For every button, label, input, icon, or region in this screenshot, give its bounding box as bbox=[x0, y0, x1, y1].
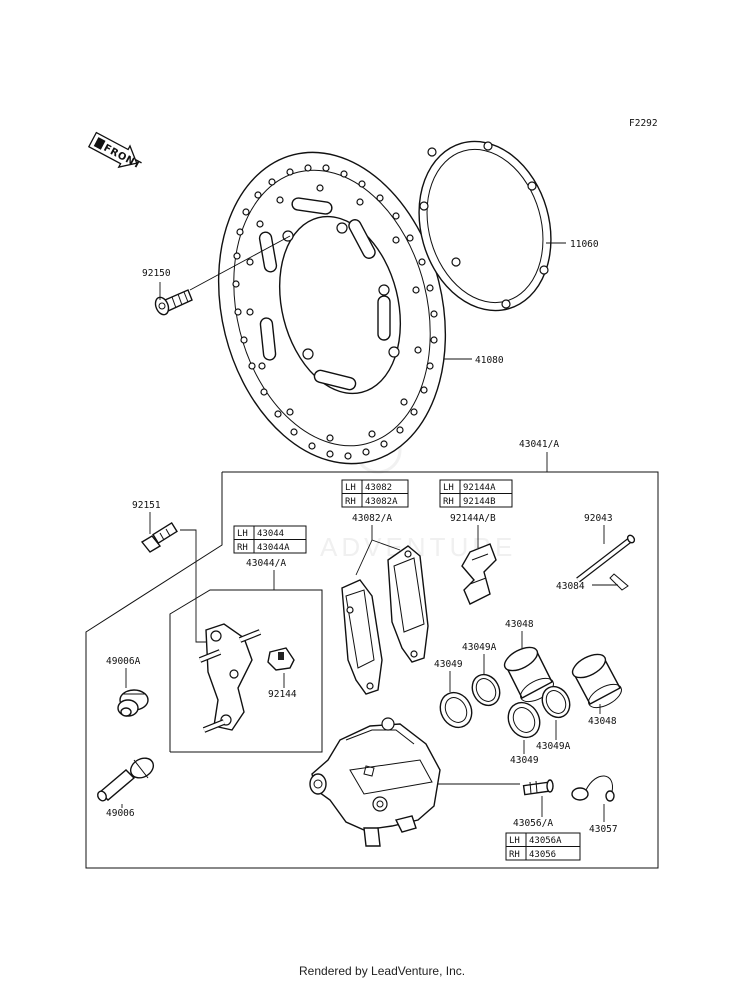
label-43056: 43056/A bbox=[513, 818, 553, 829]
label-41080: 41080 bbox=[475, 355, 504, 366]
piston-left bbox=[503, 646, 554, 703]
bracket-rh-side: RH bbox=[237, 543, 248, 553]
label-43057: 43057 bbox=[589, 824, 618, 835]
bracket-lh-part: 43044 bbox=[257, 529, 284, 539]
label-11060: 11060 bbox=[570, 239, 599, 250]
disc-gasket bbox=[418, 140, 552, 312]
variant-table-bracket: LH 43044 RH 43044A bbox=[233, 525, 307, 554]
pad-pin bbox=[576, 534, 636, 583]
variant-table-pads: LH 43082 RH 43082A bbox=[341, 479, 409, 508]
disc-vent-holes bbox=[232, 164, 438, 460]
pads-lh-part: 43082 bbox=[365, 483, 392, 493]
leader-43082-b bbox=[371, 539, 401, 551]
label-43084: 43084 bbox=[556, 581, 585, 592]
caliper-mount-bolt bbox=[140, 521, 178, 553]
disc-bolt-holes bbox=[282, 222, 400, 360]
caliper-bracket bbox=[198, 623, 262, 733]
pins-rh-part: 92144B bbox=[463, 497, 496, 507]
footer-credit: Rendered by LeadVenture, Inc. bbox=[299, 964, 465, 978]
label-43044: 43044/A bbox=[246, 558, 286, 569]
pin-clip bbox=[609, 573, 629, 591]
bracket-subbox bbox=[169, 589, 323, 753]
brake-pad-outer bbox=[387, 545, 429, 663]
label-49006a: 49006A bbox=[106, 656, 141, 667]
pins-lh-part: 92144A bbox=[463, 483, 496, 493]
label-43049a-bottom: 43049A bbox=[536, 741, 571, 752]
leader-92151-b bbox=[180, 529, 210, 643]
dust-boot-b bbox=[97, 757, 155, 802]
caliper-body bbox=[309, 717, 441, 847]
label-43048-top: 43048 bbox=[505, 619, 534, 630]
bleeder-rh-side: RH bbox=[509, 850, 520, 860]
pads-rh-side: RH bbox=[345, 497, 356, 507]
brake-pad-inner bbox=[341, 579, 383, 695]
pads-rh-part: 43082A bbox=[365, 497, 398, 507]
piston-seal-right bbox=[507, 701, 541, 739]
variant-table-pins: LH 92144A RH 92144B bbox=[439, 479, 513, 508]
label-43041: 43041/A bbox=[519, 439, 559, 450]
pins-rh-side: RH bbox=[443, 497, 454, 507]
pads-lh-side: LH bbox=[345, 483, 356, 493]
dust-boot-a bbox=[117, 689, 149, 717]
label-92150: 92150 bbox=[142, 268, 171, 279]
brake-disc bbox=[217, 151, 447, 465]
bleeder-lh-side: LH bbox=[509, 836, 520, 846]
pins-lh-side: LH bbox=[443, 483, 454, 493]
disc-carrier-slots bbox=[258, 197, 391, 391]
label-92043: 92043 bbox=[584, 513, 613, 524]
bleeder-rh-part: 43056 bbox=[529, 850, 556, 860]
label-43049-bottom: 43049 bbox=[510, 755, 539, 766]
label-92144: 92144 bbox=[268, 689, 297, 700]
label-43082: 43082/A bbox=[352, 513, 392, 524]
bleeder-valve bbox=[522, 779, 554, 796]
bleeder-cap bbox=[571, 775, 615, 802]
label-43049-top: 43049 bbox=[434, 659, 463, 670]
bleeder-lh-part: 43056A bbox=[529, 836, 562, 846]
disc-bolt bbox=[154, 289, 193, 316]
piston-seal-left bbox=[439, 691, 473, 729]
leader-92150-b bbox=[189, 235, 291, 291]
label-92144ab: 92144A/B bbox=[450, 513, 496, 524]
bracket-lh-side: LH bbox=[237, 529, 248, 539]
pad-spring bbox=[461, 543, 497, 605]
caliper-assembly-box bbox=[85, 471, 659, 869]
dust-seal-right bbox=[541, 685, 571, 719]
bracket-clip bbox=[267, 647, 295, 671]
label-43049a-top: 43049A bbox=[462, 642, 497, 653]
label-49006: 49006 bbox=[106, 808, 135, 819]
front-arrow-icon: FRONT bbox=[87, 131, 143, 172]
dust-seal-left bbox=[471, 673, 501, 707]
figure-code: F2292 bbox=[629, 118, 658, 129]
variant-table-bleeder: LH 43056A RH 43056 bbox=[505, 832, 581, 861]
bracket-rh-part: 43044A bbox=[257, 543, 290, 553]
piston-right bbox=[571, 653, 622, 709]
label-92151: 92151 bbox=[132, 500, 161, 511]
label-43048-right: 43048 bbox=[588, 716, 617, 727]
